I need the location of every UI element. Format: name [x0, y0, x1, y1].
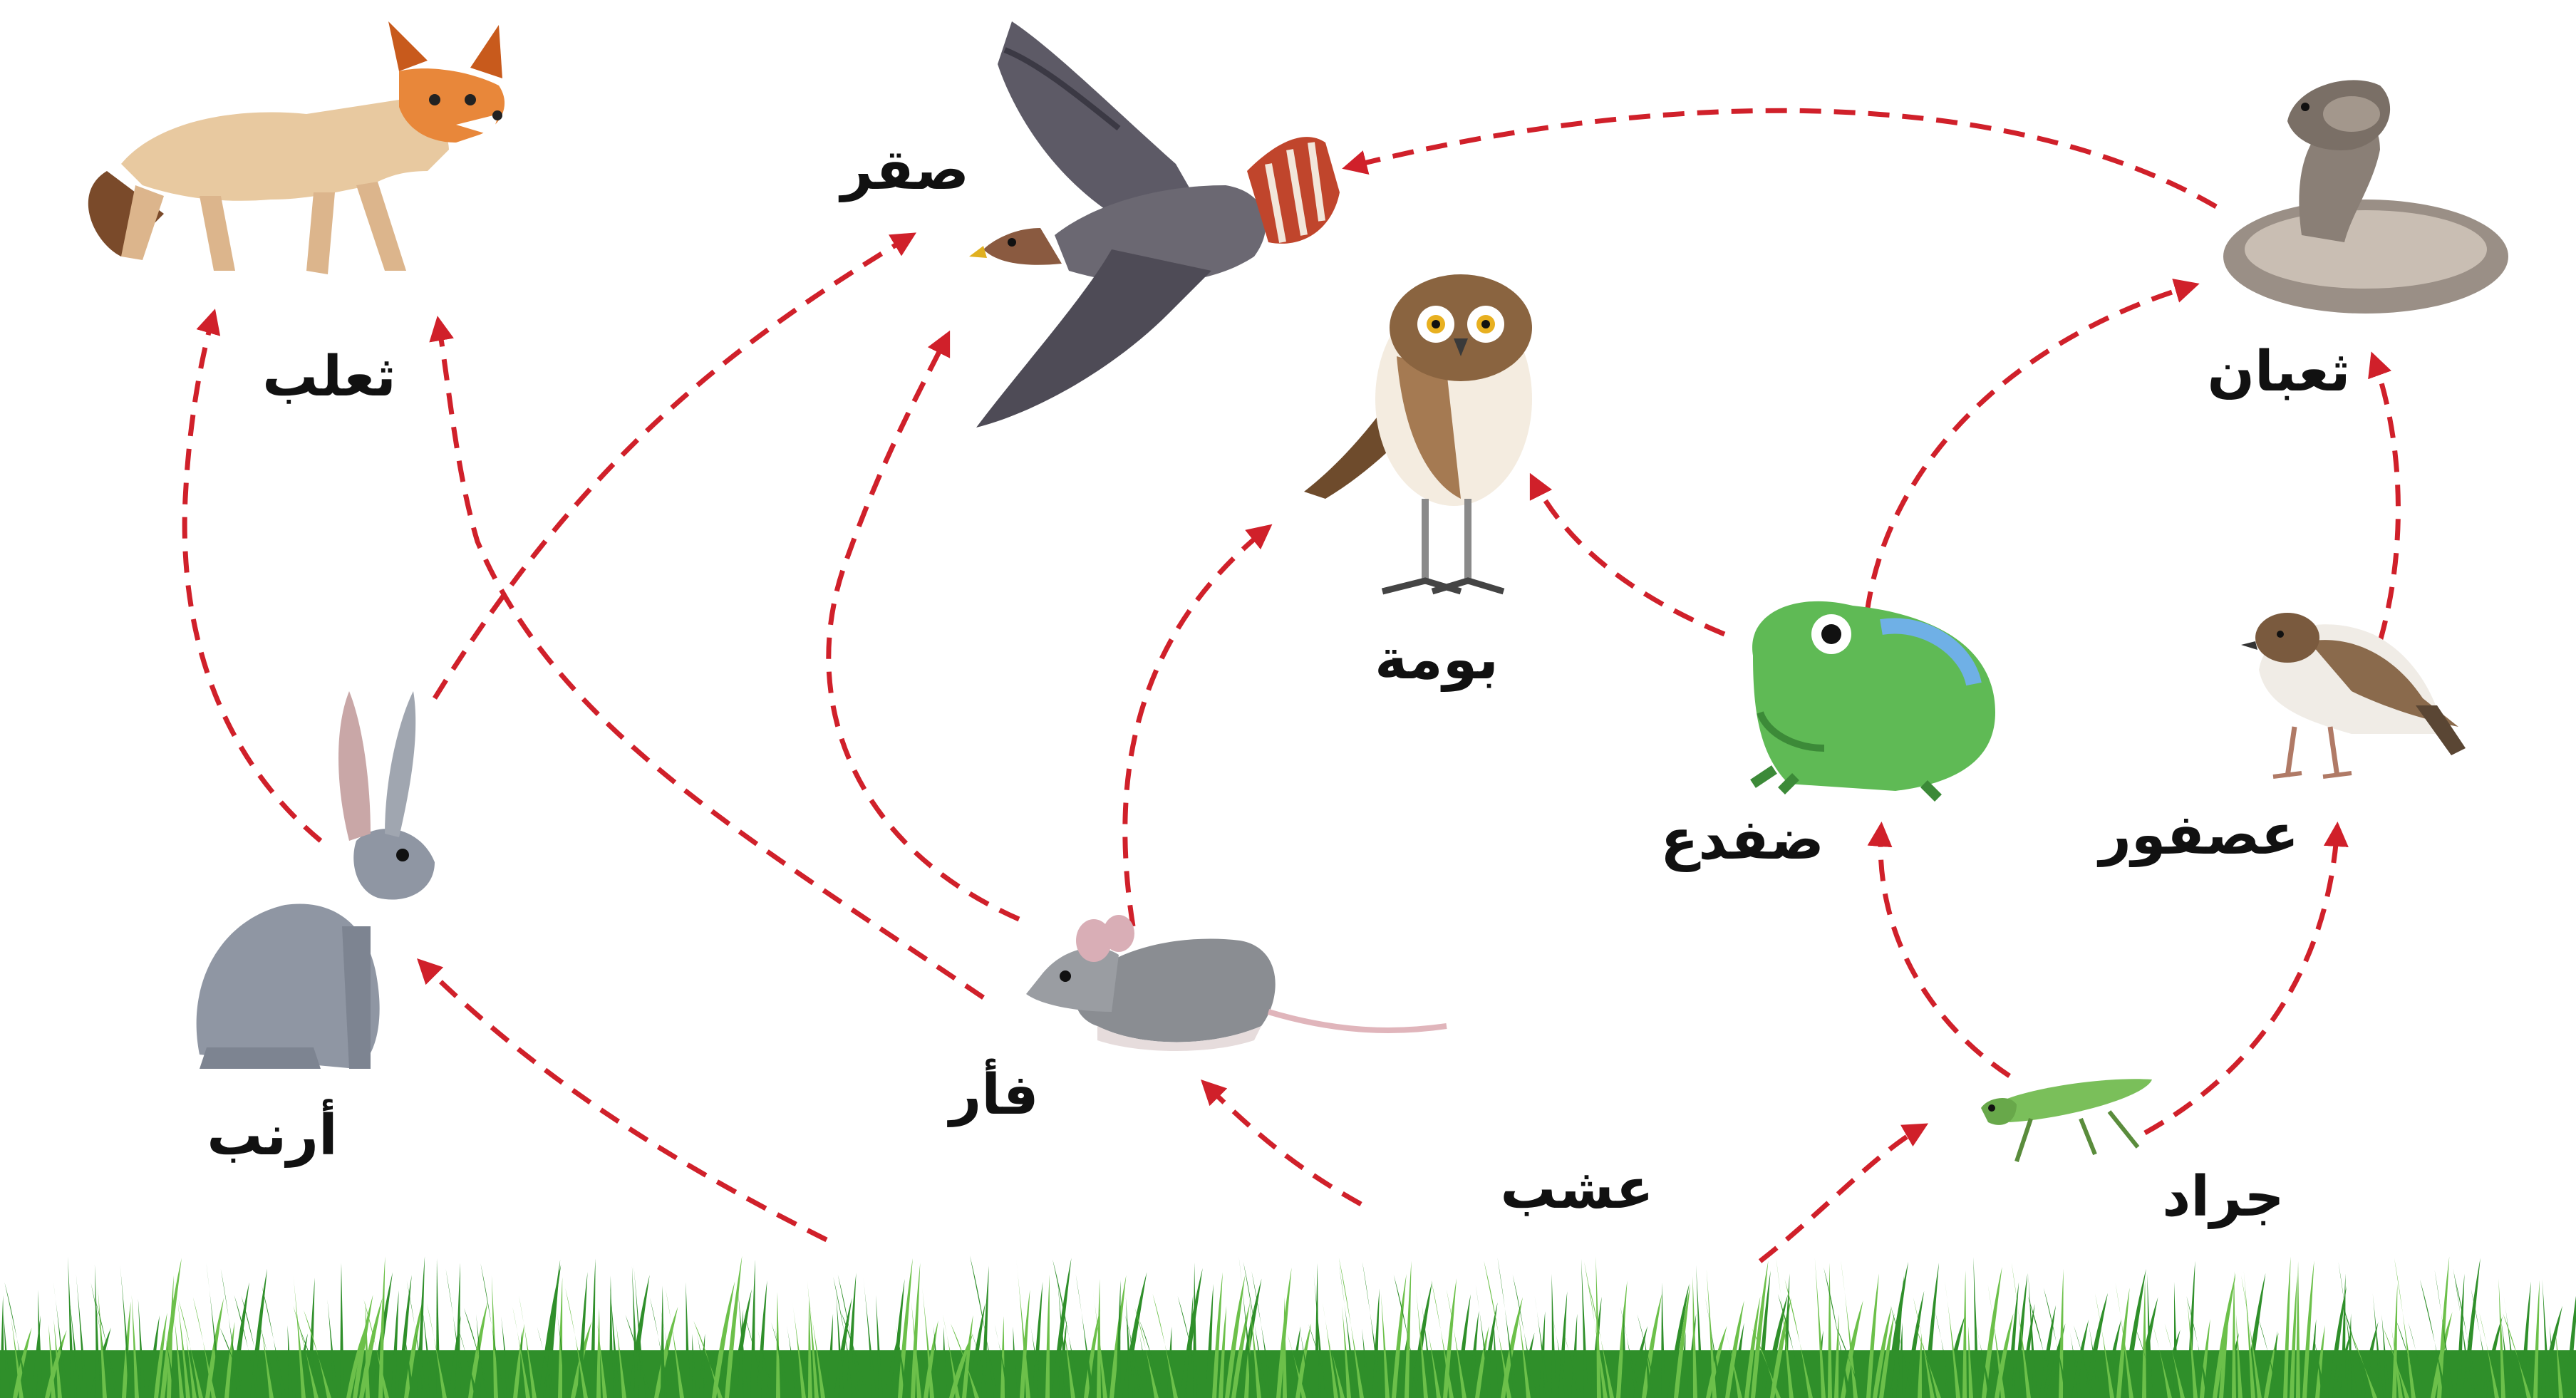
rabbit-icon	[197, 691, 435, 1069]
grass-icon	[0, 1255, 2576, 1398]
arrow-sparrow-to-snake	[2373, 356, 2398, 641]
mouse-label: فأر	[946, 1058, 1038, 1127]
grass-blade	[661, 1285, 665, 1398]
falcon-label: صقر	[838, 138, 969, 202]
arrow-grass-to-mouse	[1204, 1083, 1361, 1204]
owl-label: بومة	[1375, 628, 1499, 692]
arrow-frog-to-owl	[1532, 477, 1724, 634]
arrow-grass-to-rabbit	[420, 962, 827, 1240]
grass-blade	[455, 1263, 460, 1398]
snake-icon	[2223, 80, 2508, 314]
arrow-snake-to-falcon	[1347, 110, 2216, 207]
arrow-grasshopper-to-frog	[1881, 827, 2009, 1076]
falcon-icon	[969, 21, 1340, 428]
frog-icon	[1752, 601, 1995, 798]
grass-blade	[609, 1275, 614, 1398]
fox-icon	[88, 21, 505, 274]
grass-blade	[1045, 1275, 1050, 1398]
grass-blade	[2142, 1279, 2146, 1398]
arrow-rabbit-to-falcon	[435, 235, 912, 698]
sparrow-label: عصفور	[2096, 803, 2299, 867]
grass-blade	[1661, 1283, 1665, 1398]
owl-icon	[1304, 274, 1532, 591]
grass-blade	[1828, 1263, 1832, 1398]
grass-blade	[1962, 1270, 1967, 1398]
grass-blade	[38, 1290, 43, 1398]
fox-label: ثعلب	[262, 345, 396, 409]
grass-blade	[750, 1260, 755, 1398]
grasshopper-label: جراد	[2162, 1165, 2285, 1229]
arrow-grasshopper-to-sparrow	[2145, 827, 2337, 1133]
arrow-frog-to-snake	[1867, 285, 2195, 613]
mouse-icon	[1026, 915, 1447, 1051]
grass-blade	[0, 1295, 4, 1398]
sparrow-icon	[2241, 613, 2466, 777]
grass-blade	[436, 1258, 440, 1398]
arrow-grass-to-grasshopper	[1760, 1126, 1924, 1261]
grass-blade	[340, 1263, 344, 1398]
grass-blade	[686, 1282, 690, 1398]
grass-blade	[2341, 1274, 2346, 1398]
rabbit-label: أرنب	[207, 1099, 338, 1168]
frog-label: ضفدع	[1660, 808, 1824, 872]
grass-blade	[776, 1292, 780, 1398]
grass-blade	[2296, 1261, 2300, 1398]
grasshopper-icon	[1981, 1079, 2152, 1161]
snake-label: ثعبان	[2207, 340, 2350, 404]
arrow-mouse-to-owl	[1125, 527, 1268, 926]
grass-label: عشب	[1500, 1157, 1653, 1221]
